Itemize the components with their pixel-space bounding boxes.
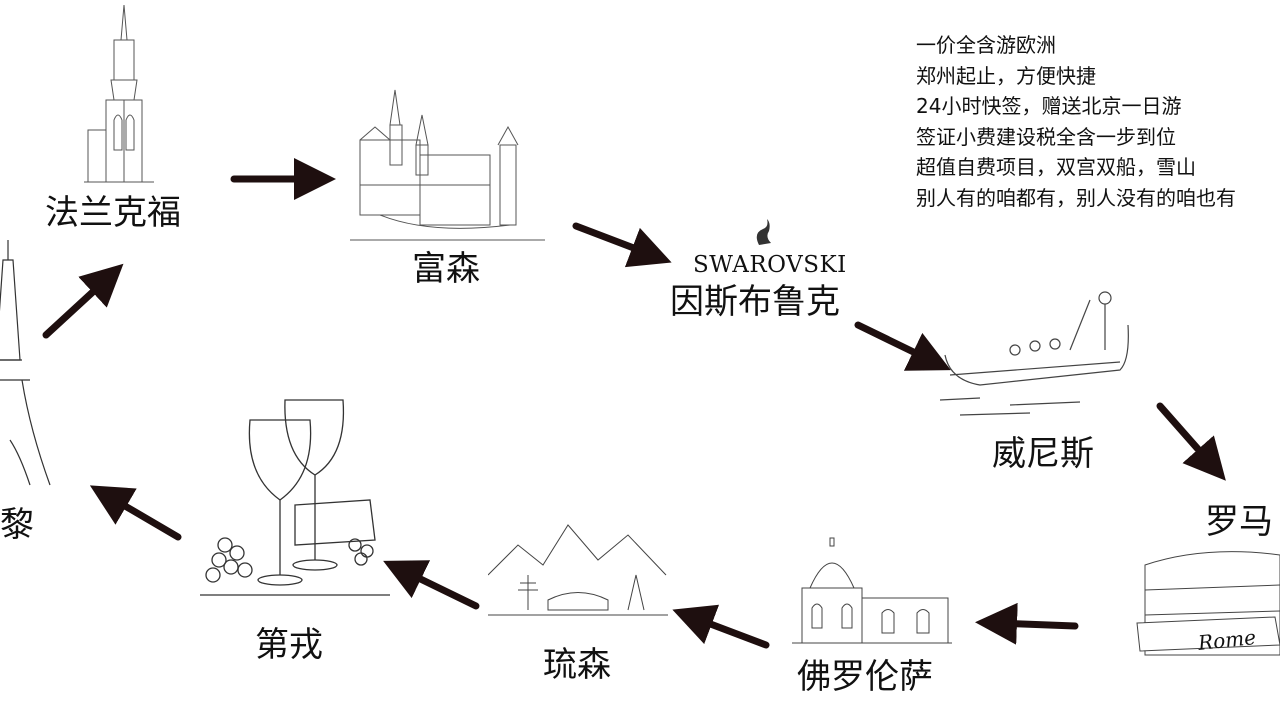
arrow-dijon-to-paris <box>89 485 182 541</box>
arrow-innsbruck-to-venice <box>854 321 951 371</box>
city-label-rome: 罗马 <box>1205 502 1273 542</box>
arrow-venice-to-rome <box>1156 402 1226 481</box>
lucerne-mountain-sketch <box>488 524 668 616</box>
city-label-dijon: 第戎 <box>255 625 323 665</box>
highlight-line: 别人有的咱都有，别人没有的咱也有 <box>916 185 1236 210</box>
city-label-innsbruck: 因斯布鲁克 <box>670 282 840 322</box>
city-label-frankfurt: 法兰克福 <box>45 193 181 233</box>
city-label-venice: 威尼斯 <box>992 434 1094 474</box>
arrow-fussen-to-innsbruck <box>572 222 672 268</box>
highlight-line: 超值自费项目，双宫双船，雪山 <box>916 155 1196 179</box>
tour-highlights: 一价全含游欧洲 郑州起止，方便快捷 24小时快签，赠送北京一日游 签证小费建设税… <box>916 30 1236 213</box>
paris-eiffel-tower-sketch <box>0 240 51 486</box>
neuschwanstein-castle-sketch <box>350 89 545 241</box>
highlight-line: 一价全含游欧洲 <box>916 33 1056 57</box>
arrow-paris-to-frankfurt <box>42 263 124 339</box>
arrow-rome-to-florence <box>975 602 1079 645</box>
venice-gondola-sketch <box>939 291 1129 416</box>
dijon-wine-cheese-sketch <box>200 399 390 596</box>
swan-logo-icon <box>756 219 771 245</box>
florence-duomo-sketch <box>792 537 952 644</box>
frankfurt-cathedral-sketch <box>84 4 154 183</box>
highlight-line: 24小时快签，赠送北京一日游 <box>916 94 1182 118</box>
swarovski-brand-text: SWAROVSKI <box>693 252 847 278</box>
rome-colosseum-sketch <box>1136 551 1280 656</box>
city-label-paris: 巴黎 <box>0 505 34 545</box>
city-label-florence: 佛罗伦萨 <box>797 657 933 697</box>
city-label-lucerne: 琉森 <box>543 645 611 685</box>
arrow-lucerne-to-dijon <box>383 560 480 610</box>
highlight-line: 签证小费建设税全含一步到位 <box>916 124 1176 149</box>
city-label-fussen: 富森 <box>412 249 480 289</box>
highlight-line: 郑州起止，方便快捷 <box>916 63 1096 88</box>
arrow-florence-to-lucerne <box>672 604 770 649</box>
